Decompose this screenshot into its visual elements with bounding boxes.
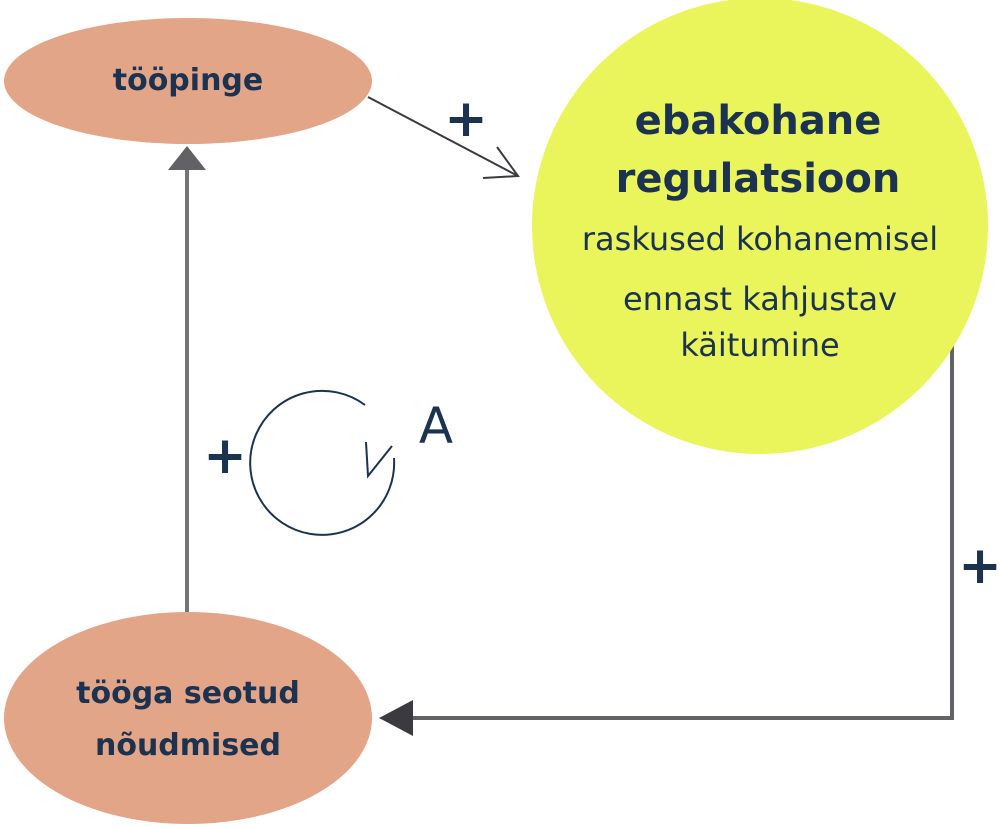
edge-ebakohane-to-nouded bbox=[379, 345, 954, 736]
loop-label: A bbox=[419, 397, 453, 455]
node-ebakohane-regulatsioon: ebakohane regulatsioon raskused kohanemi… bbox=[532, 0, 988, 454]
edge-sign-right: + bbox=[958, 536, 1000, 596]
edge-sign-top: + bbox=[444, 89, 488, 149]
node-ebakohane-title-line2: regulatsioon bbox=[616, 156, 901, 202]
loop-arrow-icon bbox=[249, 389, 396, 536]
node-ebakohane-sub1: raskused kohanemisel bbox=[582, 220, 938, 258]
arrowhead-left-icon bbox=[379, 700, 413, 736]
node-ebakohane-title-line1: ebakohane bbox=[635, 98, 882, 144]
edge-toopinge-to-ebakohane bbox=[367, 96, 520, 179]
node-ebakohane-sub2-line1: ennast kahjustav bbox=[623, 280, 897, 318]
arrowhead-up-icon bbox=[168, 146, 206, 170]
node-toopinge: tööpinge bbox=[4, 18, 372, 144]
loop-indicator: A bbox=[249, 389, 453, 536]
node-tooga-seotud-noudmised: tööga seotud nõudmised bbox=[4, 612, 372, 824]
loop-arrowhead-icon bbox=[365, 441, 393, 479]
edge-sign-left: + bbox=[203, 426, 247, 486]
node-nouded-line2: nõudmised bbox=[95, 728, 281, 763]
edge-nouded-to-toopinge bbox=[168, 146, 206, 612]
node-ebakohane-sub2-line2: käitumine bbox=[680, 326, 839, 364]
node-toopinge-label: tööpinge bbox=[113, 63, 264, 98]
node-nouded-line1: tööga seotud bbox=[76, 676, 300, 711]
open-arrowhead-icon bbox=[482, 146, 520, 179]
